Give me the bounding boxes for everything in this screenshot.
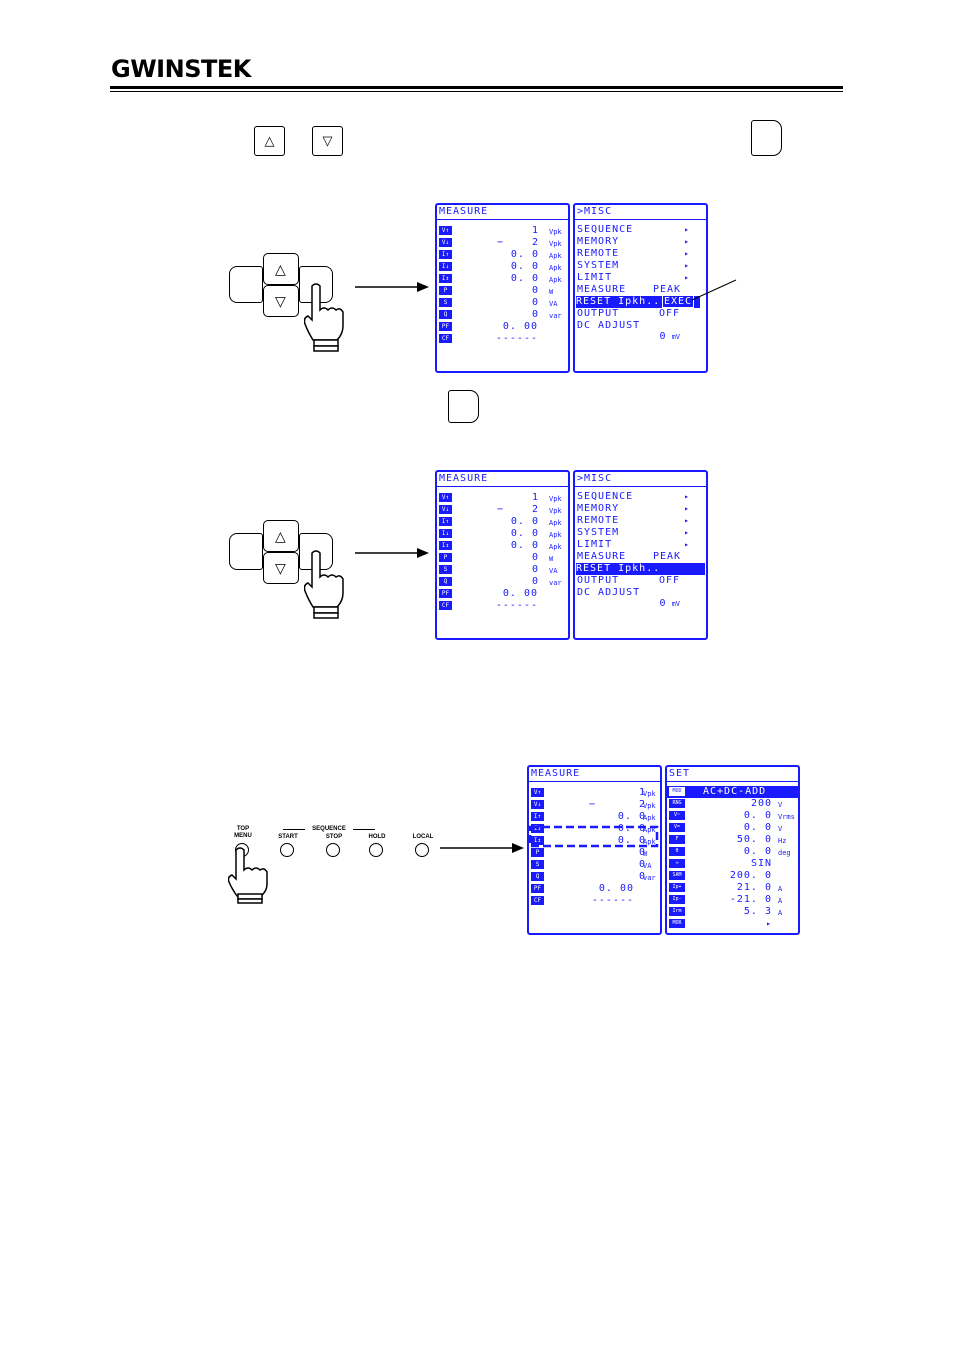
left-key[interactable] [229, 266, 263, 303]
right-key-icon [448, 390, 479, 423]
right-key-icon [751, 120, 782, 156]
down-key[interactable]: ▽ [263, 552, 299, 584]
arrow-right-icon [355, 548, 429, 558]
start-label: START [278, 834, 298, 840]
stop-button[interactable] [326, 843, 340, 857]
set-row-more[interactable]: MOR▸ [669, 918, 796, 930]
dc-adjust-value: 0 mV [659, 331, 681, 342]
down-key-icon: ▽ [312, 126, 343, 156]
arrow-right-icon [355, 282, 429, 292]
exec-button[interactable]: EXEC [662, 295, 695, 308]
menu-dc-adjust[interactable]: DC ADJUST [577, 320, 641, 331]
local-label: LOCAL [412, 834, 434, 840]
menu-sequence[interactable]: SEQUENCE▸ [577, 491, 690, 502]
hold-label: HOLD [368, 834, 386, 840]
menu-memory[interactable]: MEMORY▸ [577, 236, 690, 247]
menu-reset-ipkh[interactable]: RESET Ipkh.. [576, 563, 705, 575]
up-arrow-icon: △ [275, 261, 286, 277]
brand-logo: GWINSTEK [111, 55, 251, 83]
local-button[interactable] [415, 843, 429, 857]
start-button[interactable] [280, 843, 294, 857]
pointing-hand-icon [228, 847, 268, 904]
down-arrow-icon: ▽ [275, 293, 286, 309]
down-arrow-icon: ▽ [275, 560, 286, 576]
screen-title: >MISC [577, 473, 613, 484]
arrow-right-icon [440, 843, 524, 853]
menu-reset-ipkh[interactable]: RESET Ipkh..EXEC [576, 295, 700, 308]
up-key[interactable]: △ [263, 520, 299, 552]
screen-title: >MISC [577, 206, 613, 217]
header-rule [110, 86, 843, 89]
sequence-group-label: SEQUENCE [312, 826, 346, 832]
menu-remote[interactable]: REMOTE▸ [577, 248, 690, 259]
menu-system[interactable]: SYSTEM▸ [577, 260, 690, 271]
up-key[interactable]: △ [263, 253, 299, 285]
header-rule-thin [110, 91, 843, 92]
up-arrow-icon: △ [275, 528, 286, 544]
stop-label: STOP [325, 834, 343, 840]
menu-sequence[interactable]: SEQUENCE▸ [577, 224, 690, 235]
dc-adjust-value: 0 mV [659, 598, 681, 609]
menu-limit[interactable]: LIMIT▸ [577, 539, 690, 550]
cursor-keypad: △ ▽ [229, 253, 341, 348]
misc-screen: >MISC SEQUENCE▸ MEMORY▸ REMOTE▸ SYSTEM▸ … [573, 203, 708, 373]
highlight-dashed-box [528, 825, 659, 848]
pointing-hand-icon [304, 283, 344, 352]
callout-line [691, 279, 737, 301]
left-key[interactable] [229, 533, 263, 570]
misc-screen: >MISC SEQUENCE▸ MEMORY▸ REMOTE▸ SYSTEM▸ … [573, 470, 708, 640]
set-row[interactable]: ≈SIN [669, 858, 796, 870]
menu-limit[interactable]: LIMIT▸ [577, 272, 690, 283]
screen-title: MEASURE [531, 768, 581, 779]
hold-button[interactable] [369, 843, 383, 857]
screen-title: MEASURE [439, 206, 489, 217]
menu-remote[interactable]: REMOTE▸ [577, 515, 690, 526]
screen-title: MEASURE [439, 473, 489, 484]
up-key-icon: △ [254, 126, 285, 156]
sequence-bracket-left [283, 829, 305, 830]
sequence-bracket-right [353, 829, 375, 830]
menu-memory[interactable]: MEMORY▸ [577, 503, 690, 514]
screen-title: SET [669, 768, 691, 779]
menu-system[interactable]: SYSTEM▸ [577, 527, 690, 538]
pointing-hand-icon [304, 550, 344, 619]
top-menu-label: TOP MENU [234, 826, 252, 839]
down-key[interactable]: ▽ [263, 285, 299, 317]
menu-dc-adjust[interactable]: DC ADJUST [577, 587, 641, 598]
